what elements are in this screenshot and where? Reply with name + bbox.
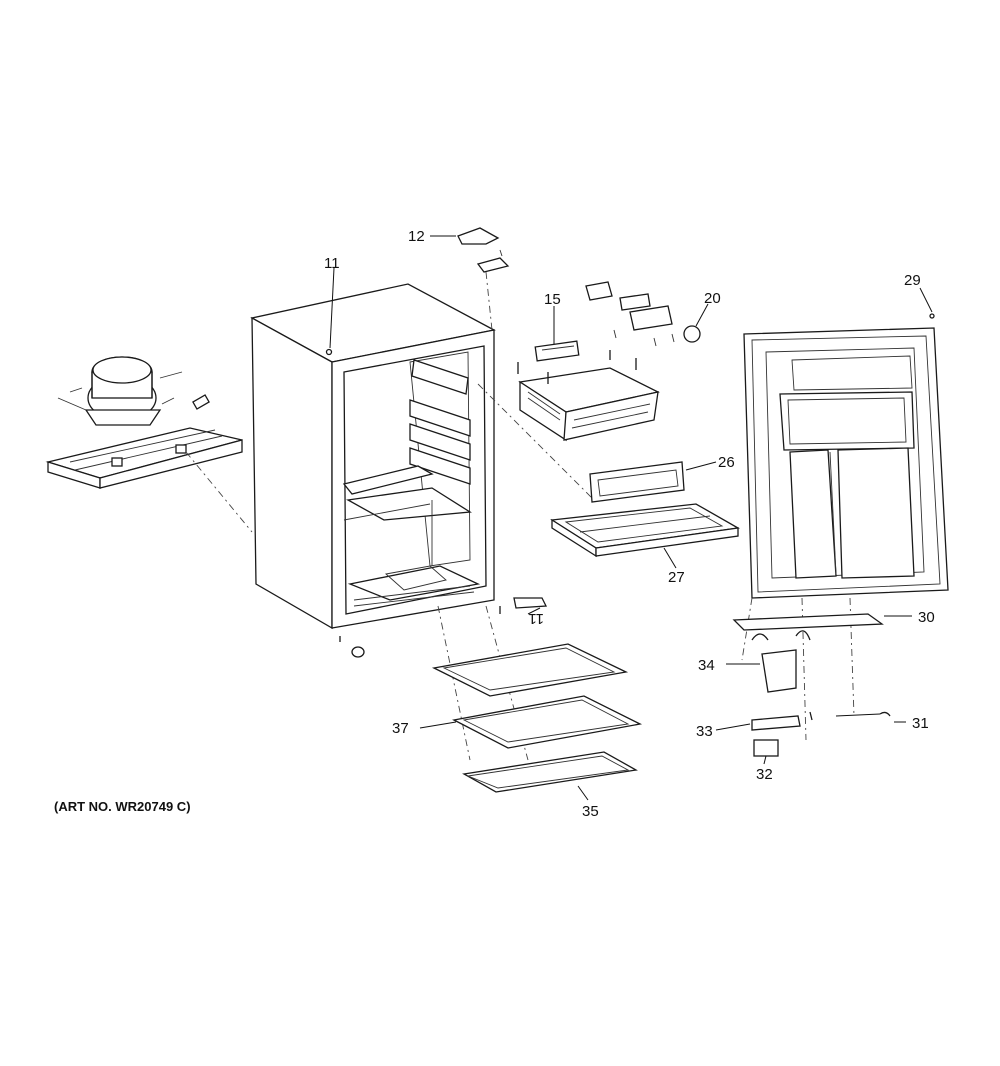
- callout-31: 31: [912, 715, 929, 732]
- shelves: [431, 605, 643, 793]
- leader-lines: [329, 235, 933, 801]
- callout-11: 11: [324, 255, 340, 272]
- callout-15: 15: [544, 291, 561, 308]
- hinge-cover: [457, 227, 510, 331]
- hinge-parts: [732, 613, 891, 757]
- callout-37: 37: [392, 720, 409, 737]
- compressor-assembly: [45, 356, 253, 533]
- callout-12: 12: [408, 228, 425, 245]
- door: [741, 313, 949, 741]
- callout-29: 29: [904, 272, 921, 289]
- callout-labels: 12 11 15 20 29 26 27 11 30 34 31 37 33 3…: [54, 228, 935, 820]
- cabinet: [250, 283, 548, 658]
- callout-35: 35: [582, 803, 599, 820]
- callout-34: 34: [698, 657, 715, 674]
- callout-26: 26: [718, 454, 735, 471]
- callout-27: 27: [668, 569, 685, 586]
- callout-11-lower: 11: [528, 610, 544, 627]
- drip-tray: [550, 503, 740, 558]
- callout-20: 20: [704, 290, 721, 307]
- art-number: (ART NO. WR20749 C): [54, 799, 191, 814]
- callout-32: 32: [756, 766, 773, 783]
- freezer-compartment: [477, 281, 701, 501]
- callout-33: 33: [696, 723, 713, 740]
- drip-tray-front: [589, 461, 685, 503]
- callout-30: 30: [918, 609, 935, 626]
